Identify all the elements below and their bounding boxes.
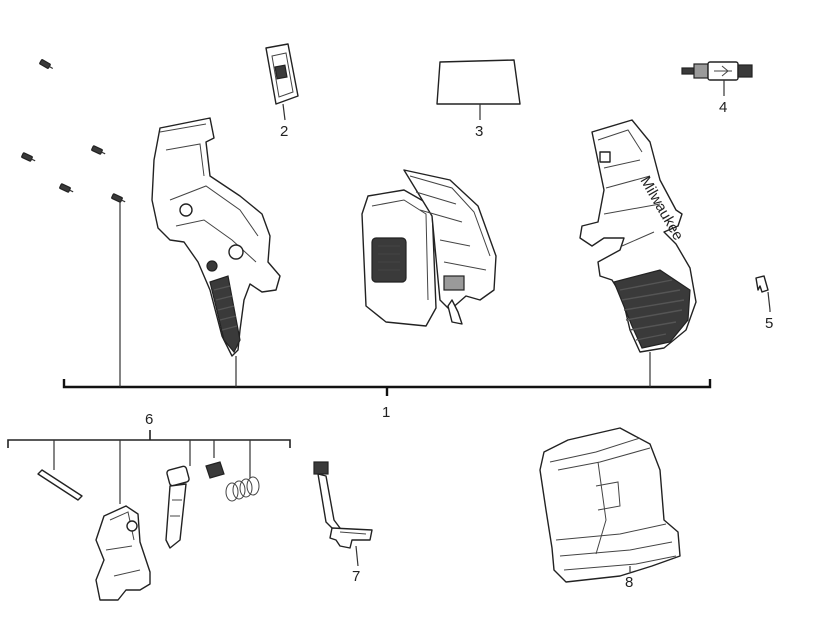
screw	[39, 59, 54, 70]
part-6-bracket	[7, 430, 291, 504]
callout-4: 4	[719, 99, 727, 116]
callout-7: 7	[352, 568, 360, 585]
coil-spring	[225, 476, 260, 502]
screw	[21, 152, 36, 162]
callout-3: 3	[475, 123, 483, 140]
screws	[21, 59, 126, 203]
part-1-motor-assembly	[361, 169, 497, 327]
callout-8: 8	[625, 574, 633, 591]
part-1-bracket	[62, 202, 712, 396]
callout-6: 6	[145, 411, 153, 428]
part-7-wire-clip	[313, 461, 373, 567]
part-4-connector	[681, 61, 753, 96]
part-8-boot	[539, 427, 681, 583]
part-1-right-housing: Milwaukee	[579, 119, 697, 353]
callout-1: 1	[382, 404, 390, 421]
part-5-clip	[755, 275, 771, 311]
screw	[59, 183, 74, 193]
callout-2: 2	[280, 123, 288, 140]
part-6-components	[37, 461, 260, 601]
part-3-label	[436, 59, 521, 120]
part-2-latch-plate	[265, 43, 299, 121]
part-1-left-housing	[151, 117, 281, 357]
callout-5: 5	[765, 315, 773, 332]
screw	[111, 193, 126, 203]
screw	[91, 145, 106, 155]
